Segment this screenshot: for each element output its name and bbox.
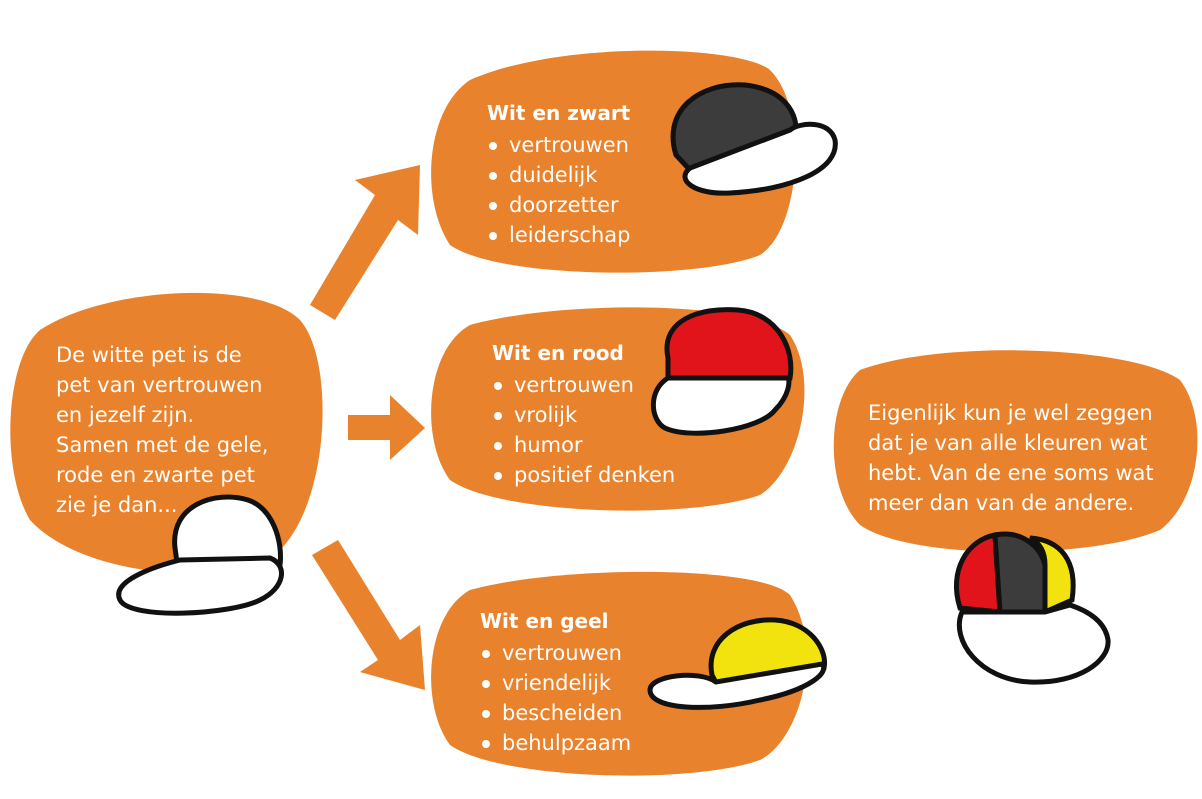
arrow-to-black bbox=[310, 165, 420, 320]
card-white-yellow: Wit en geel vertrouwen vriendelijk besch… bbox=[480, 606, 700, 758]
white-yellow-cap-icon bbox=[647, 617, 828, 710]
conclusion-blob bbox=[833, 350, 1198, 552]
card-white-red: Wit en rood vertrouwen vrolijk humor pos… bbox=[492, 338, 712, 490]
conclusion-line: hebt. Van de ene soms wat bbox=[868, 461, 1154, 485]
card-title: Wit en geel bbox=[480, 609, 609, 633]
intro-line: rode en zwarte pet bbox=[56, 463, 255, 487]
trait-item: bescheiden bbox=[480, 698, 700, 728]
conclusion-line: Eigenlijk kun je wel zeggen bbox=[868, 401, 1153, 425]
card-title: Wit en zwart bbox=[487, 101, 631, 125]
conclusion-line: dat je van alle kleuren wat bbox=[868, 431, 1148, 455]
conclusion-line: meer dan van de andere. bbox=[868, 491, 1135, 515]
trait-item: doorzetter bbox=[487, 190, 707, 220]
trait-list: vertrouwen vriendelijk bescheiden behulp… bbox=[480, 638, 700, 758]
intro-line: Samen met de gele, bbox=[56, 433, 269, 457]
trait-item: vertrouwen bbox=[480, 638, 700, 668]
trait-list: vertrouwen vrolijk humor positief denken bbox=[492, 370, 712, 490]
conclusion-text: Eigenlijk kun je wel zeggen dat je van a… bbox=[868, 398, 1188, 518]
card-white-black: Wit en zwart vertrouwen duidelijk doorze… bbox=[487, 98, 707, 250]
card-blob-yellow bbox=[431, 571, 807, 776]
intro-line: en jezelf zijn. bbox=[56, 403, 195, 427]
white-black-cap-icon bbox=[670, 82, 838, 196]
trait-item: behulpzaam bbox=[480, 728, 700, 758]
intro-line: De witte pet is de bbox=[56, 343, 242, 367]
trait-list: vertrouwen duidelijk doorzetter leidersc… bbox=[487, 130, 707, 250]
arrow-to-red bbox=[348, 395, 425, 460]
trait-item: leiderschap bbox=[487, 220, 707, 250]
trait-item: vertrouwen bbox=[492, 370, 712, 400]
arrow-to-yellow bbox=[312, 540, 425, 690]
intro-line: pet van vertrouwen bbox=[56, 373, 263, 397]
intro-text: De witte pet is de pet van vertrouwen en… bbox=[56, 340, 306, 520]
trait-item: vrolijk bbox=[492, 400, 712, 430]
trait-item: humor bbox=[492, 430, 712, 460]
trait-item: vriendelijk bbox=[480, 668, 700, 698]
multicolor-cap-icon bbox=[953, 531, 1111, 685]
white-red-cap-icon bbox=[650, 307, 794, 436]
trait-item: duidelijk bbox=[487, 160, 707, 190]
trait-item: vertrouwen bbox=[487, 130, 707, 160]
white-cap-icon bbox=[116, 494, 284, 616]
card-title: Wit en rood bbox=[492, 341, 624, 365]
intro-line: zie je dan... bbox=[56, 493, 178, 517]
trait-item: positief denken bbox=[492, 460, 712, 490]
